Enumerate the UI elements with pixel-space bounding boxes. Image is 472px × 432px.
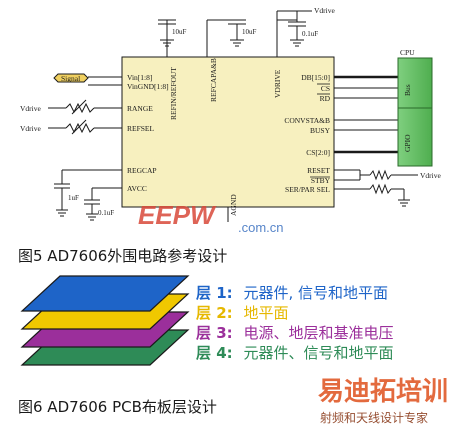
resistor-reset xyxy=(369,169,392,181)
vdrive-label-refsel: Vdrive xyxy=(20,124,41,133)
vdrive-label-reset: Vdrive xyxy=(420,171,441,180)
pin-agnd: AGND xyxy=(229,194,238,216)
signal-arrow xyxy=(53,73,89,83)
cap-label-5: 0.1uF xyxy=(98,209,114,217)
fig6-caption: 图6 AD7606 PCB布板层设计 xyxy=(18,398,217,416)
legend-layer-2: 层 2: 地平面 xyxy=(196,304,288,322)
cap-label-2: 10uF xyxy=(242,28,257,36)
legend-layer-3: 层 3: 电源、地层和基准电压 xyxy=(196,324,393,342)
pin-vin: Vin[1:8] xyxy=(127,73,152,82)
legend-layer-3-text: 电源、地层和基准电压 xyxy=(243,324,393,342)
brand-watermark: 易迪拓培训 射频和天线设计专家 xyxy=(318,377,448,425)
layer-legend: 层 1: 元器件, 信号和地平面 层 2: 地平面 层 3: 电源、地层和基准电… xyxy=(196,284,393,362)
chip-right-pins: DB[15:0] CS RD CONVSTA&B BUSY CS[2:0] RE… xyxy=(284,73,330,194)
cap-top-2 xyxy=(207,19,246,47)
legend-layer-1: 层 1: 元器件, 信号和地平面 xyxy=(196,284,388,302)
pin-db: DB[15:0] xyxy=(301,73,330,82)
layer-stack xyxy=(20,275,190,366)
pin-cs: CS xyxy=(321,84,330,93)
pin-serpar: SER/PAR SEL xyxy=(285,185,330,194)
pin-refin: REFIN/REFOUT xyxy=(169,67,178,120)
fig5-caption: 图5 AD7606外围电路参考设计 xyxy=(18,247,227,265)
pin-refcap: REFCAPA&B xyxy=(209,58,218,102)
pin-reset: RESET xyxy=(307,166,330,175)
pin-vingnd: VinGND[1:8] xyxy=(127,82,169,91)
legend-layer-4-text: 元器件、信号和地平面 xyxy=(243,344,393,362)
brand-line-1: 易迪拓培训 xyxy=(318,377,448,407)
cpu-bus-label: Bus xyxy=(403,84,412,96)
legend-layer-2-text: 地平面 xyxy=(243,304,288,322)
legend-layer-1-prefix: 层 1: xyxy=(196,284,233,302)
cap-top-1 xyxy=(158,19,176,47)
cpu-block xyxy=(397,57,433,167)
cap-label-4: 1uF xyxy=(68,194,79,202)
pin-rd: RD xyxy=(320,94,331,103)
ad7606-chip xyxy=(121,56,335,208)
chip-left-pins: Vin[1:8] VinGND[1:8] RANGE REFSEL REGCAP… xyxy=(127,73,169,193)
cpu-gpio-label: GPIO xyxy=(403,134,412,152)
vdrive-label-top: Vdrive xyxy=(314,6,335,15)
pin-regcap: REGCAP xyxy=(127,166,157,175)
brand-line-2: 射频和天线设计专家 xyxy=(320,410,428,425)
pin-cs-bus: CS[2:0] xyxy=(306,148,330,157)
pin-busy: BUSY xyxy=(310,126,331,135)
pin-refsel: REFSEL xyxy=(127,124,155,133)
legend-layer-4: 层 4: 元器件、信号和地平面 xyxy=(196,344,393,362)
eepw-logo: EEPW xyxy=(138,200,217,230)
pin-avcc: AVCC xyxy=(127,184,147,193)
eepw-watermark: EEPW .com.cn xyxy=(138,200,284,235)
cap-top-3 xyxy=(276,10,312,47)
pin-stby: STBY xyxy=(311,176,331,185)
resistor-range xyxy=(65,102,95,114)
cap-label-3: 0.1uF xyxy=(302,30,318,38)
cpu-title: CPU xyxy=(400,48,415,57)
resistor-refsel xyxy=(65,122,95,134)
legend-layer-4-prefix: 层 4: xyxy=(196,344,233,362)
pin-convst: CONVSTA&B xyxy=(284,116,330,125)
legend-layer-3-prefix: 层 3: xyxy=(196,324,233,342)
legend-layer-1-text: 元器件, 信号和地平面 xyxy=(243,284,388,302)
schematic xyxy=(48,10,433,222)
eepw-url: .com.cn xyxy=(238,220,284,235)
layer-1-plate xyxy=(20,275,190,312)
pin-vdrive: VDRIVE xyxy=(273,69,282,98)
pin-range: RANGE xyxy=(127,104,153,113)
vdrive-label-range: Vdrive xyxy=(20,104,41,113)
signal-label: Signal xyxy=(61,74,80,83)
legend-layer-2-prefix: 层 2: xyxy=(196,304,233,322)
cap-label-1: 10uF xyxy=(172,28,187,36)
resistor-ser xyxy=(369,183,392,195)
